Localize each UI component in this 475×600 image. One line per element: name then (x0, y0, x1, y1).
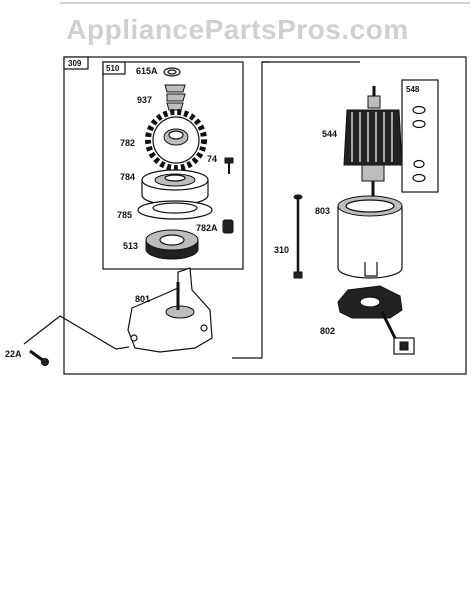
through-bolt-icon (293, 194, 303, 279)
label-937: 937 (137, 95, 152, 105)
bracket-armature (232, 61, 270, 359)
label-22A: 22A (5, 349, 22, 359)
box-510-tag (102, 61, 126, 75)
pinion-gear-icon (145, 109, 207, 171)
screw-icon (224, 157, 234, 174)
label-510: 510 (106, 64, 120, 73)
spring-icon (164, 84, 186, 111)
frame-548 (401, 79, 439, 193)
label-782A: 782A (196, 223, 218, 233)
label-784: 784 (120, 172, 135, 182)
clutch-icon (145, 229, 199, 260)
label-615A: 615A (136, 66, 158, 76)
armature-icon (343, 86, 403, 196)
box-309-tag (63, 56, 89, 70)
label-802: 802 (320, 326, 335, 336)
frame-510 (102, 61, 244, 270)
label-74: 74 (207, 154, 217, 164)
frame-309 (63, 56, 467, 375)
label-548: 548 (406, 85, 420, 94)
brush-springs-icon (412, 105, 426, 183)
label-785: 785 (117, 210, 132, 220)
drive-housing-icon (141, 169, 209, 206)
label-544: 544 (322, 129, 337, 139)
label-310: 310 (274, 245, 289, 255)
motor-housing-icon (337, 195, 403, 279)
dust-cover-icon (137, 200, 213, 220)
sleeve-icon (222, 219, 234, 234)
label-513: 513 (123, 241, 138, 251)
label-803: 803 (315, 206, 330, 216)
label-801: 801 (135, 294, 150, 304)
end-cap-icon (127, 267, 213, 353)
label-782: 782 (120, 138, 135, 148)
brush-end-cap-icon (337, 285, 415, 355)
watermark-text: AppliancePartsPros.com (66, 14, 409, 45)
label-309: 309 (68, 59, 82, 68)
leader-22A (23, 315, 130, 350)
retaining-ring-icon (163, 67, 181, 77)
bolt-22A-icon (29, 349, 49, 366)
